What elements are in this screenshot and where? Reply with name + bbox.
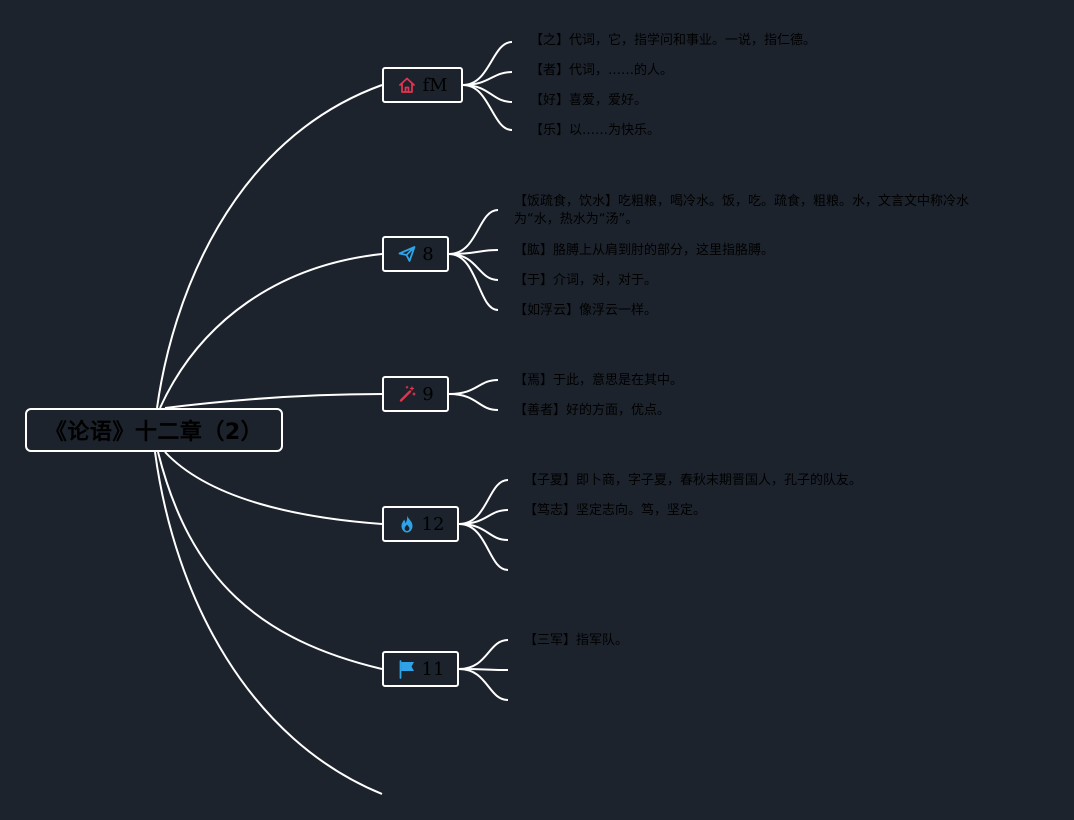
- connector-line: [458, 523, 509, 571]
- connector-line: [448, 379, 499, 395]
- connector-line: [448, 209, 499, 255]
- leaf-note[interactable]: 【三军】指军队。: [524, 633, 629, 648]
- branch-topic-5[interactable]: 11: [382, 651, 459, 687]
- leaf-note[interactable]: 【如浮云】像浮云一样。: [514, 303, 658, 318]
- branch-topic-1[interactable]: fM: [382, 67, 463, 103]
- connector-line: [159, 253, 383, 409]
- connector-line: [156, 84, 383, 409]
- home-icon: [397, 75, 417, 95]
- leaf-note[interactable]: 【于】介词，对，对于。: [514, 273, 658, 288]
- connector-line: [462, 84, 513, 131]
- leaf-note[interactable]: 【乐】以……为快乐。: [530, 123, 661, 138]
- connector-line: [448, 253, 499, 311]
- branch-topic-3[interactable]: 9: [382, 376, 449, 412]
- branch-label: 12: [421, 513, 445, 535]
- connector-line: [458, 639, 509, 670]
- branch-label: 8: [422, 243, 434, 265]
- branch-topic-4[interactable]: 12: [382, 506, 459, 542]
- leaf-note[interactable]: 【子夏】即卜商，字子夏，春秋末期晋国人，孔子的队友。: [524, 473, 863, 488]
- leaf-note[interactable]: 【好】喜爱，爱好。: [530, 93, 648, 108]
- fire-icon: [397, 514, 417, 534]
- connector-line: [448, 393, 499, 411]
- branch-label: fM: [422, 74, 448, 96]
- connector-line: [458, 523, 509, 541]
- connector-line: [462, 84, 513, 103]
- connector-line: [164, 393, 383, 409]
- flag-icon: [397, 659, 417, 679]
- magic-wand-icon: [397, 384, 417, 404]
- leaf-note[interactable]: 【饭疏食，饮水】吃粗粮，喝冷水。饭，吃。疏食，粗粮。水，文言文中称冷水为“水，热…: [514, 194, 970, 227]
- leaf-note[interactable]: 【肱】胳膊上从肩到肘的部分，这里指胳膊。: [514, 243, 775, 258]
- connector-line: [462, 41, 513, 86]
- leaf-note[interactable]: 【之】代词，它，指学问和事业。一说，指仁德。: [530, 33, 817, 48]
- root-topic[interactable]: 《论语》十二章（2）: [25, 408, 283, 452]
- connector-line: [458, 668, 509, 701]
- branch-label: 9: [422, 383, 434, 405]
- paper-plane-icon: [397, 244, 417, 264]
- leaf-note[interactable]: 【焉】于此，意思是在其中。: [514, 373, 684, 388]
- connector-line: [157, 451, 383, 670]
- leaf-note[interactable]: 【者】代词，……的人。: [530, 63, 674, 78]
- connector-line: [458, 479, 509, 525]
- branch-topic-2[interactable]: 8: [382, 236, 449, 272]
- connector-line: [164, 451, 383, 525]
- leaf-note[interactable]: 【笃志】坚定志向。笃，坚定。: [524, 503, 707, 518]
- leaf-note[interactable]: 【善者】好的方面，优点。: [514, 403, 671, 418]
- connector-line: [154, 451, 383, 795]
- branch-label: 11: [421, 658, 445, 680]
